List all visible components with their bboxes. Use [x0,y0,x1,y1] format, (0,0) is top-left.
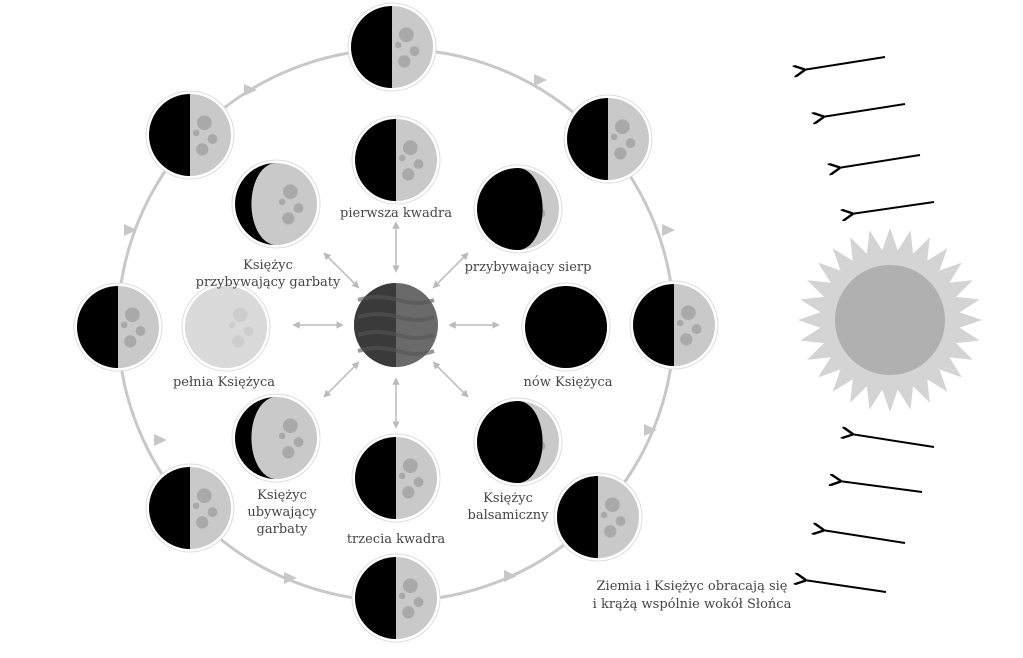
direction-arrow [323,252,360,289]
orbit-arrow-icon [124,224,137,236]
orbit-arrow-icon [284,572,297,584]
label-waning-gibbous-2: ubywający [247,505,317,520]
moons [73,2,719,643]
label-full-moon: pełnia Księżyca [173,375,275,390]
label-balsamic-2: balsamiczny [468,508,550,523]
direction-arrow [432,361,469,398]
caption-line-2: i krążą wspólnie wokół Słońca [593,597,792,612]
sun-icon [798,228,982,412]
sunlight-arrow [851,201,935,214]
moon-orbit-icon [553,472,643,562]
label-waning-gibbous-3: garbaty [257,522,309,537]
moon-waning-gibbous-icon [231,393,321,483]
direction-arrow [432,252,469,289]
direction-arrow [323,361,360,398]
label-new-moon: nów Księżyca [524,375,613,390]
moon-first-quarter-icon [351,115,441,205]
orbit-arrow-icon [662,224,675,236]
earth-icon [354,283,438,367]
moon-orbit-icon [629,280,719,370]
moon-full-icon [181,282,271,372]
moon-orbit-icon [563,94,653,184]
sunlight-arrows [803,56,935,593]
moon-orbit-icon [347,2,437,92]
moon-orbit-icon [145,463,235,553]
sunlight-arrow [838,154,921,168]
earth-rays [292,221,500,429]
orbit-arrow-icon [154,434,167,446]
moon-waxing-crescent-icon [473,164,563,254]
label-waxing-gibbous-1: Księżyc [243,258,293,273]
label-waxing-crescent: przybywający sierp [465,260,592,275]
moon-balsamic-icon [473,397,563,487]
sunlight-arrow [804,580,887,593]
moon-orbit-icon [73,282,163,372]
label-balsamic-1: Księżyc [483,491,533,506]
moon-waxing-gibbous-icon [231,159,321,249]
label-waxing-gibbous-2: przybywający garbaty [196,275,341,290]
orbit-arrow-icon [244,84,257,96]
orbit-arrow-icon [644,424,657,436]
orbit-arrow-icon [504,570,517,582]
sunlight-arrow [839,481,923,493]
caption-line-1: Ziemia i Księżyc obracają się [597,579,788,594]
sunlight-arrow [822,103,906,117]
sunlight-arrow [803,56,886,70]
moon-new-icon [521,282,611,372]
moon-orbit-icon [351,553,441,643]
moon-orbit-icon [145,90,235,180]
label-waning-gibbous-1: Księżyc [257,488,307,503]
orbit-arrow-icon [534,74,547,86]
label-first-quarter: pierwsza kwadra [340,206,452,221]
moon-last-quarter-icon [351,433,441,523]
sunlight-arrow [822,530,906,544]
sunlight-arrow [851,434,935,448]
label-last-quarter: trzecia kwadra [347,532,446,547]
